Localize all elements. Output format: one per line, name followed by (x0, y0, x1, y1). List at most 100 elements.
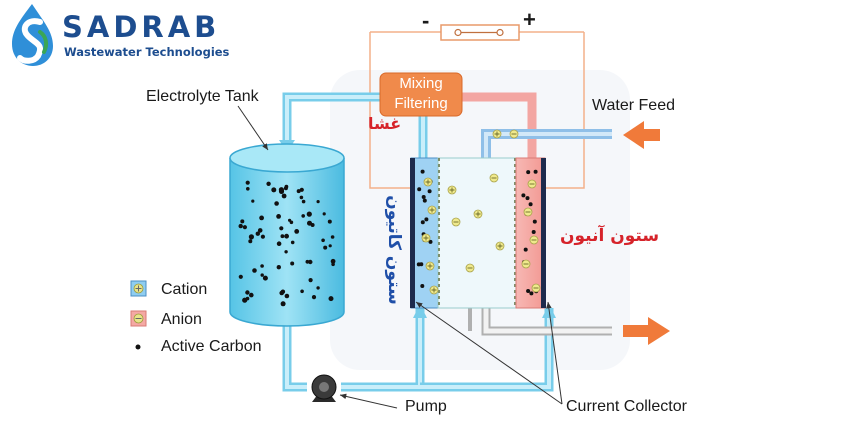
leader-lines (237, 105, 563, 409)
cation-particle (427, 205, 437, 215)
carbon-particle (308, 259, 313, 265)
power-wires (369, 31, 585, 189)
membrane-label: غشا (368, 114, 402, 133)
cation-particle (447, 185, 457, 195)
carbon-particle (308, 278, 313, 283)
carbon-particle (266, 181, 271, 186)
anion-particle (529, 235, 539, 245)
carbon-particle (255, 231, 260, 236)
carbon-particle (299, 187, 304, 192)
anion-particle (521, 259, 531, 269)
carbon-particle (290, 240, 295, 245)
carbon-particle (276, 265, 281, 270)
legend-cation-swatch (130, 280, 147, 297)
legend-cation-label: Cation (161, 281, 208, 298)
sadrab-logo-mark (12, 4, 53, 66)
carbon-particle (300, 289, 304, 294)
carbon-particle (525, 196, 530, 201)
carbon-particle (280, 234, 285, 239)
water-feed-label: Water Feed (592, 97, 675, 114)
carbon-particle (279, 226, 284, 231)
plus-sign: + (523, 7, 536, 32)
cation-particle (421, 233, 431, 243)
carbon-particle (276, 241, 282, 246)
tank-carbon-particles (238, 180, 336, 307)
carbon-particle (331, 262, 335, 267)
carbon-particle (299, 195, 304, 200)
carbon-particle (328, 244, 332, 248)
anion-particle (523, 207, 533, 217)
anion-particle (531, 283, 541, 293)
carbon-particle (307, 220, 312, 226)
carbon-particle (416, 262, 421, 267)
carbon-particle (422, 198, 427, 203)
carbon-particle (526, 289, 531, 293)
carbon-particle (316, 286, 320, 290)
carbon-particle (420, 284, 425, 288)
mixing-filtering-unit (379, 72, 463, 117)
cation-column-label: ستون کاتیون (384, 195, 404, 305)
carbon-particle (532, 219, 537, 224)
legend-anion-swatch (130, 310, 147, 327)
carbon-particle (523, 247, 528, 252)
carbon-particle (279, 290, 285, 296)
carbon-particle (288, 218, 292, 222)
carbon-particle (252, 268, 257, 273)
carbon-particle (531, 230, 536, 234)
cation-particle (473, 209, 483, 219)
carbon-particle (306, 211, 312, 217)
carbon-particle (260, 264, 264, 268)
carbon-particle (421, 195, 426, 199)
legend-anion-label: Anion (161, 311, 202, 328)
cation-particle (495, 241, 505, 251)
carbon-particle (330, 235, 335, 239)
carbon-particle (259, 215, 264, 221)
carbon-particle (240, 219, 245, 224)
carbon-particle (290, 261, 295, 266)
anion-particle (465, 263, 475, 273)
carbon-particle (323, 245, 328, 250)
carbon-particle (260, 234, 265, 239)
carbon-particle (238, 274, 243, 279)
mixing-label: Mixing (399, 75, 443, 92)
anion-particle (451, 217, 461, 227)
water-feed-arrow (623, 121, 660, 149)
cation-particle (492, 129, 502, 139)
carbon-particle (242, 225, 247, 230)
middle-chamber (437, 157, 517, 309)
carbon-particle (301, 199, 306, 204)
legend-active-carbon-label: Active Carbon (161, 338, 262, 355)
logo-name: SADRAB (62, 10, 221, 44)
carbon-particle (284, 293, 290, 299)
carbon-particle (321, 238, 325, 243)
carbon-particle (327, 219, 332, 224)
carbon-particle (283, 186, 288, 191)
carbon-particle (330, 258, 336, 264)
carbon-particle (262, 275, 268, 281)
outlet-arrow (623, 317, 670, 345)
carbon-particle (257, 228, 263, 233)
minus-sign: - (422, 8, 430, 33)
cation-particle (425, 261, 435, 271)
carbon-particle (529, 291, 534, 296)
pipes (282, 92, 612, 392)
carbon-particle (246, 187, 250, 191)
carbon-particle (284, 250, 288, 254)
electrolyte-tank (229, 143, 345, 327)
logo-tagline: Wastewater Technologies (64, 45, 230, 59)
carbon-particle (281, 193, 287, 199)
carbon-particle (428, 239, 433, 244)
current-collector-label: Current Collector (566, 398, 687, 415)
filtering-label: Filtering (394, 95, 448, 112)
carbon-particle (284, 233, 289, 239)
carbon-particle (420, 220, 425, 225)
carbon-particle (305, 259, 310, 264)
carbon-particle (420, 169, 425, 174)
carbon-particle (271, 187, 277, 193)
carbon-particle (311, 295, 317, 300)
anion-column-label: ستون آنیون (560, 226, 660, 246)
carbon-particle (427, 189, 432, 194)
carbon-particle (280, 301, 286, 307)
carbon-particle (301, 214, 306, 218)
power-supply (440, 24, 520, 41)
